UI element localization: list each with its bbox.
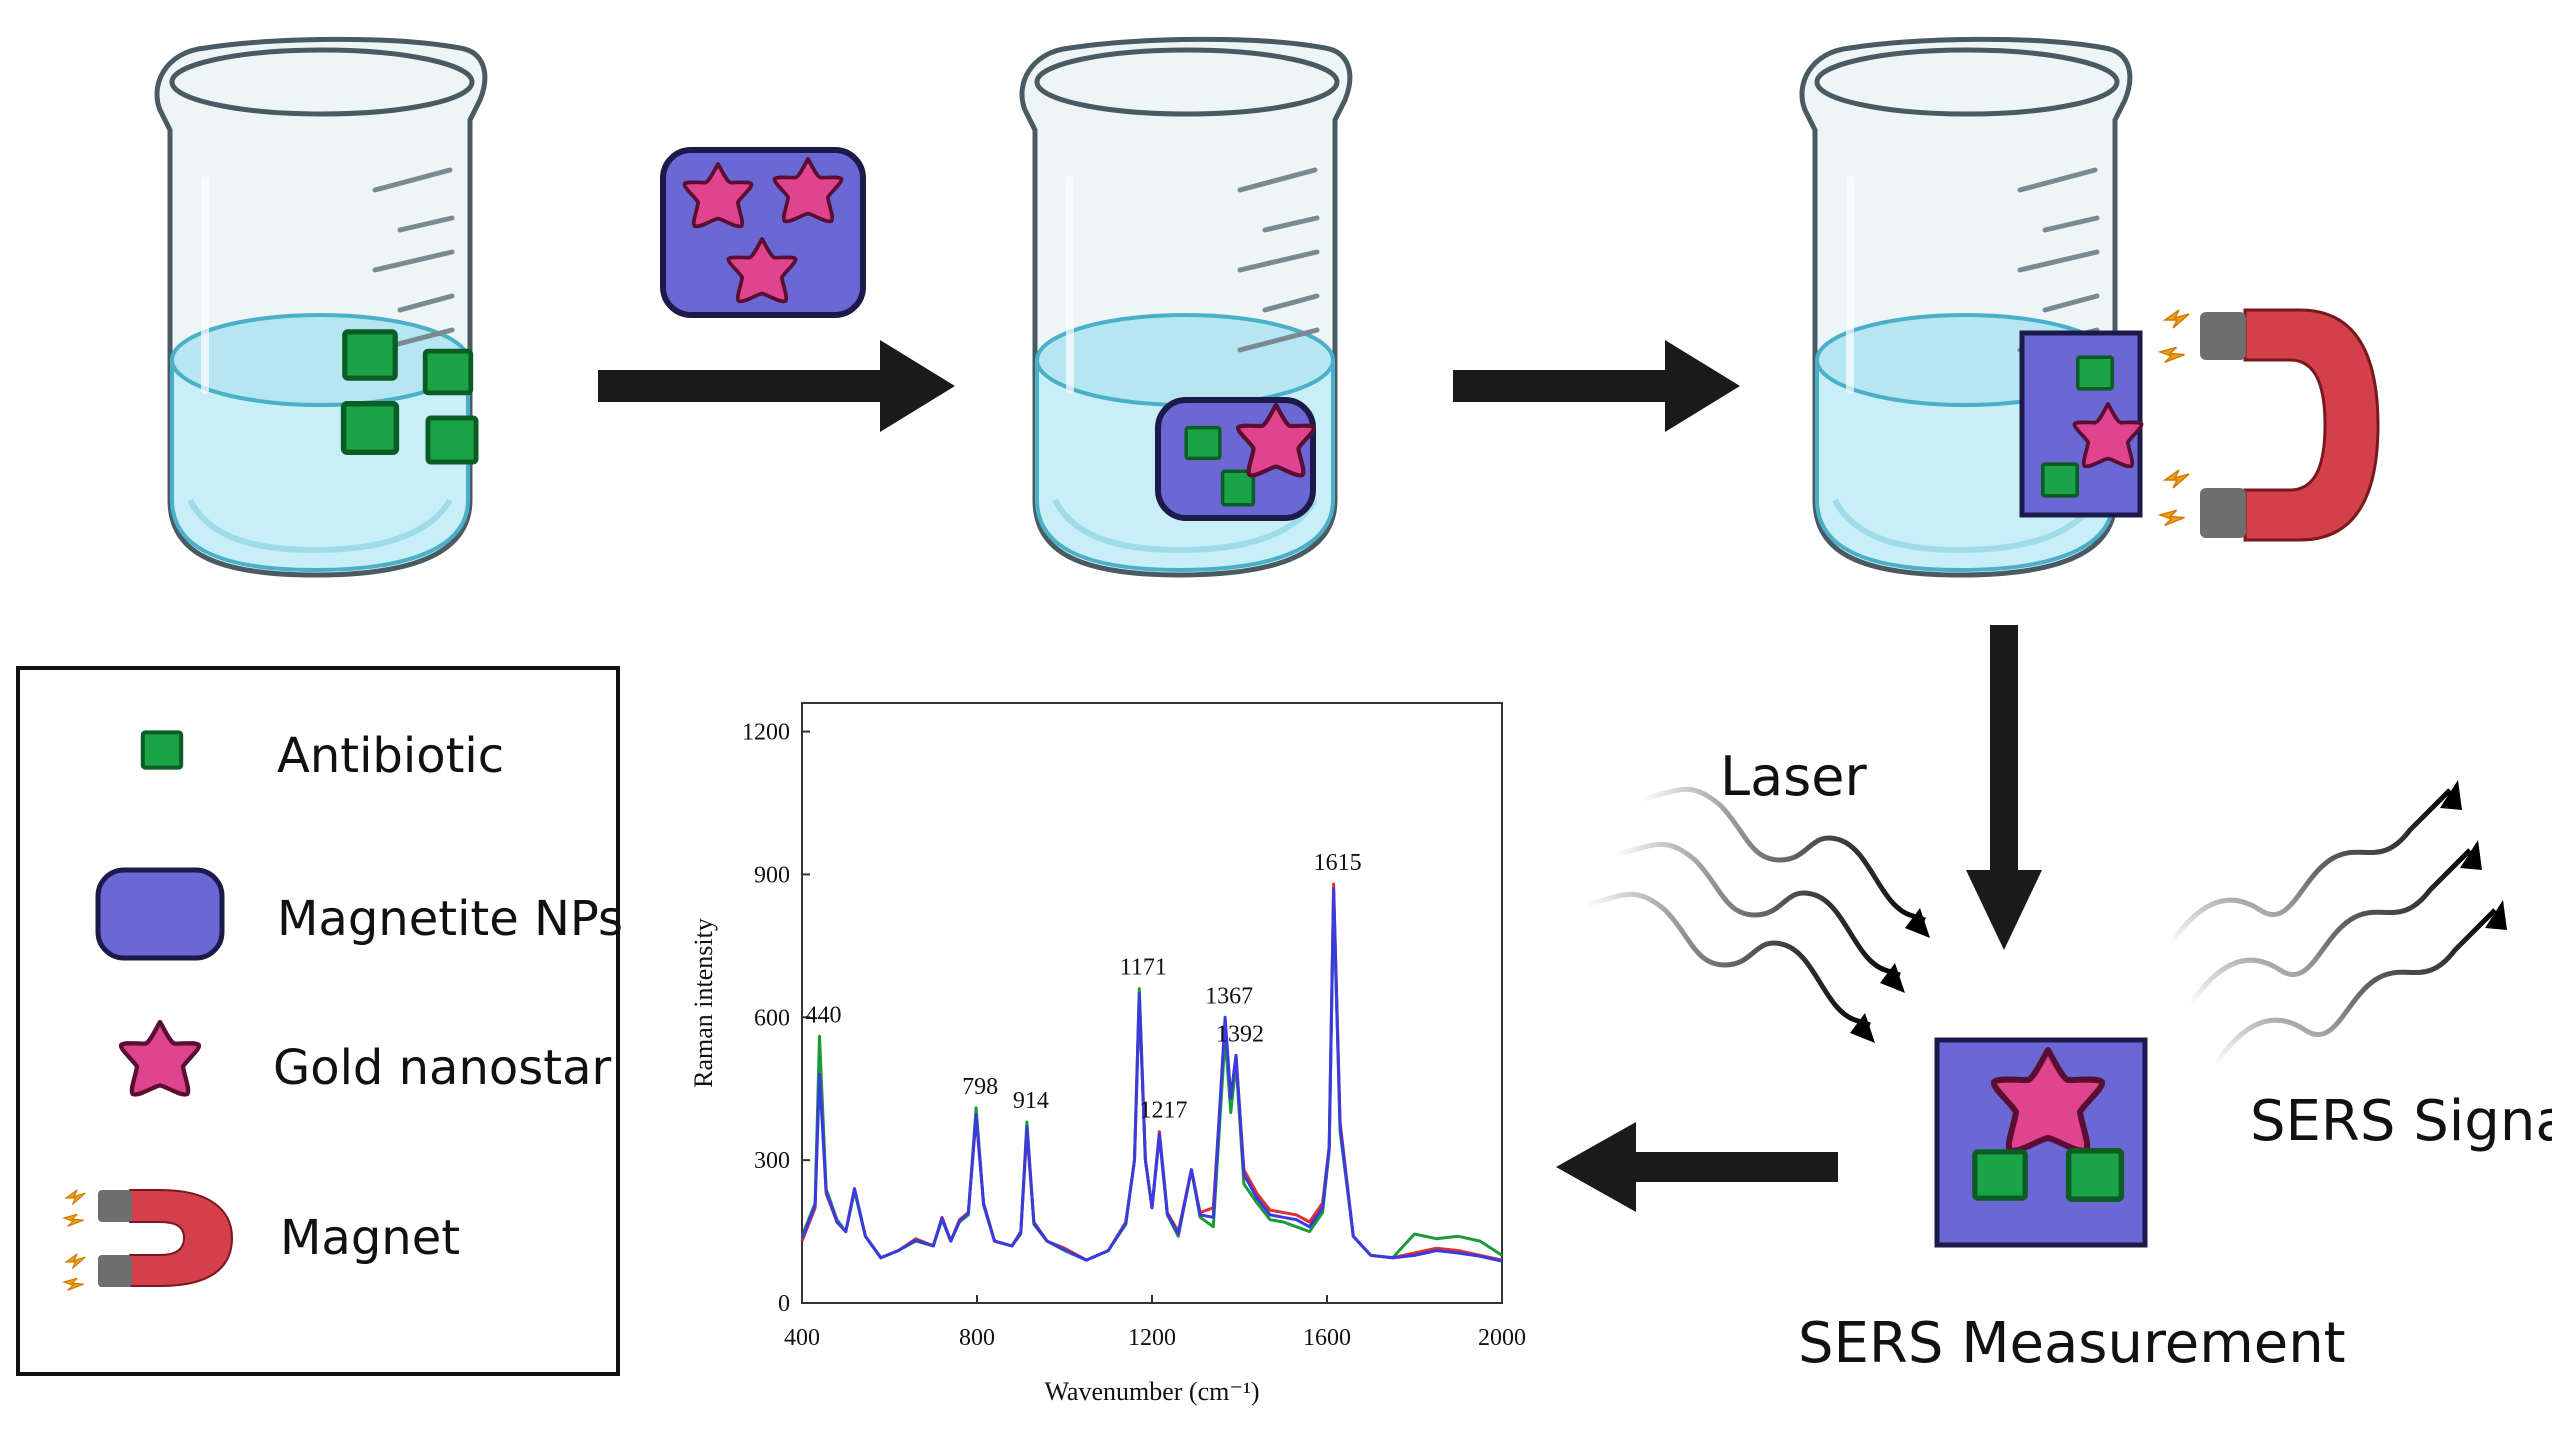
series-line-blue (800, 887, 1503, 1263)
x-tick-label: 800 (959, 1325, 995, 1351)
chart-frame (801, 702, 1503, 1304)
x-tick-label: 1600 (1303, 1325, 1351, 1351)
laser-arrowheads (1850, 908, 1930, 1043)
peak-label: 1367 (1205, 983, 1253, 1009)
laser-waves (1584, 786, 1926, 1028)
peak-label: 440 (806, 1002, 842, 1028)
chart-ylabel: Raman intensity (689, 918, 718, 1088)
legend-antibiotic-label: Antibiotic (277, 728, 504, 784)
process-arrow-left (1556, 1122, 1838, 1212)
process-arrow-2 (1453, 340, 1740, 432)
peak-label: 1171 (1120, 955, 1167, 981)
antibiotic-square (2075, 355, 2115, 391)
y-tick-label: 0 (778, 1291, 790, 1317)
x-tick-label: 400 (784, 1325, 820, 1351)
beaker-magnetic-separation (1802, 39, 2144, 575)
legend-magnetite-label: Magnetite NPs (277, 891, 623, 947)
peak-label: 914 (1013, 1088, 1049, 1114)
antibiotic-square (2069, 1151, 2122, 1199)
y-tick-label: 300 (754, 1148, 790, 1174)
x-axis-ticks: 400 800 1200 1600 2000 (784, 1295, 1526, 1351)
y-tick-label: 900 (754, 862, 790, 888)
beaker-bound-complex (1022, 39, 1350, 575)
sers-signal-label: SERS Signal (2250, 1089, 2552, 1154)
sers-signal-arrowheads (2440, 780, 2507, 930)
raman-spectrum-chart: 0 300 600 900 1200 400 800 1200 1600 2000 440 798… (689, 702, 1526, 1406)
magnet-icon (2156, 308, 2380, 542)
magnetite-nanostar-complex (660, 147, 866, 318)
magnet-legend-icon (61, 1189, 234, 1296)
antibiotic-legend-icon (143, 732, 181, 767)
antibiotic-square-1 (345, 332, 395, 378)
peak-label: 1615 (1314, 850, 1362, 876)
y-tick-label: 1200 (742, 720, 790, 746)
chart-series (800, 882, 1503, 1263)
chart-xlabel: Wavenumber (cm⁻¹) (1044, 1377, 1259, 1406)
antibiotic-square (1184, 425, 1222, 461)
peak-label: 1392 (1216, 1021, 1264, 1047)
legend-magnet-label: Magnet (280, 1210, 460, 1266)
laser-label: Laser (1720, 745, 1868, 808)
peak-label: 798 (962, 1074, 998, 1100)
antibiotic-square-2 (425, 351, 471, 393)
legend-box: Antibiotic Magnetite NPs Gold nanostar M… (16, 666, 623, 1376)
sers-signal-waves (2167, 788, 2497, 1067)
beaker-antibiotic (157, 39, 485, 575)
antibiotic-square (1975, 1152, 2025, 1198)
peak-label: 1217 (1139, 1098, 1187, 1124)
antibiotic-square-3 (344, 404, 397, 452)
x-tick-label: 1200 (1128, 1325, 1176, 1351)
process-arrow-down (1966, 625, 2042, 950)
y-tick-label: 600 (754, 1005, 790, 1031)
peak-labels: 440 798 914 1171 1217 1367 1392 1615 (806, 850, 1362, 1124)
x-tick-label: 2000 (1478, 1325, 1526, 1351)
sers-measurement-label: SERS Measurement (1798, 1311, 2346, 1376)
antibiotic-square (2040, 462, 2080, 498)
legend-nanostar-label: Gold nanostar (273, 1040, 611, 1096)
y-axis-ticks: 0 300 600 900 1200 (742, 720, 810, 1317)
antibiotic-square-4 (428, 418, 476, 462)
process-arrow-1 (598, 340, 955, 432)
sers-sample (1934, 1037, 2148, 1248)
magnetite-legend-icon (95, 867, 225, 961)
